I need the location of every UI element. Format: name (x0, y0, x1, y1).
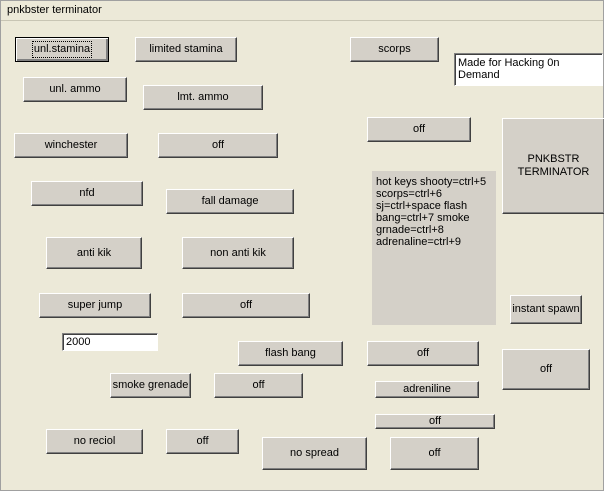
off-flash-bang-button[interactable]: off (367, 341, 479, 366)
off-super-jump-button[interactable]: off (182, 293, 310, 318)
made-for-textbox[interactable]: Made for Hacking 0n Demand (454, 53, 603, 86)
flash-bang-button[interactable]: flash bang (238, 341, 343, 366)
pnkbstr-terminator-button[interactable]: PNKBSTR TERMINATOR (502, 118, 604, 214)
scorps-button[interactable]: scorps (350, 37, 439, 62)
unl-stamina-button[interactable]: unl.stamina (15, 37, 109, 62)
off-instant-spawn-button[interactable]: off (502, 349, 590, 390)
super-jump-button[interactable]: super jump (39, 293, 151, 318)
jump-value-input[interactable]: 2000 (62, 333, 158, 351)
off-smoke-grenade-button[interactable]: off (214, 373, 303, 398)
title-bar: pnkbster terminator (1, 1, 603, 21)
unl-ammo-button[interactable]: unl. ammo (23, 77, 127, 102)
anti-kik-button[interactable]: anti kik (46, 237, 142, 269)
nfd-button[interactable]: nfd (31, 181, 143, 206)
unl-stamina-label: unl.stamina (31, 41, 93, 58)
off-no-reciol-button[interactable]: off (166, 429, 239, 454)
winchester-button[interactable]: winchester (14, 133, 128, 158)
limited-stamina-button[interactable]: limited stamina (135, 37, 237, 62)
window-title: pnkbster terminator (7, 4, 102, 16)
off-winchester-button[interactable]: off (158, 133, 278, 158)
adreniline-button[interactable]: adreniline (375, 381, 479, 398)
fall-damage-button[interactable]: fall damage (166, 189, 294, 214)
instant-spawn-button[interactable]: instant spawn (510, 295, 582, 324)
non-anti-kik-button[interactable]: non anti kik (182, 237, 294, 269)
no-spread-button[interactable]: no spread (262, 437, 367, 470)
no-reciol-button[interactable]: no reciol (46, 429, 143, 454)
hotkeys-memo: hot keys shooty=ctrl+5 scorps=ctrl+6 sj=… (372, 171, 496, 325)
smoke-grenade-button[interactable]: smoke grenade (110, 373, 191, 398)
off-button-top-right[interactable]: off (367, 117, 471, 142)
lmt-ammo-button[interactable]: lmt. ammo (143, 85, 263, 110)
off-no-spread-button[interactable]: off (390, 437, 479, 470)
off-adreniline-button[interactable]: off (375, 414, 495, 429)
